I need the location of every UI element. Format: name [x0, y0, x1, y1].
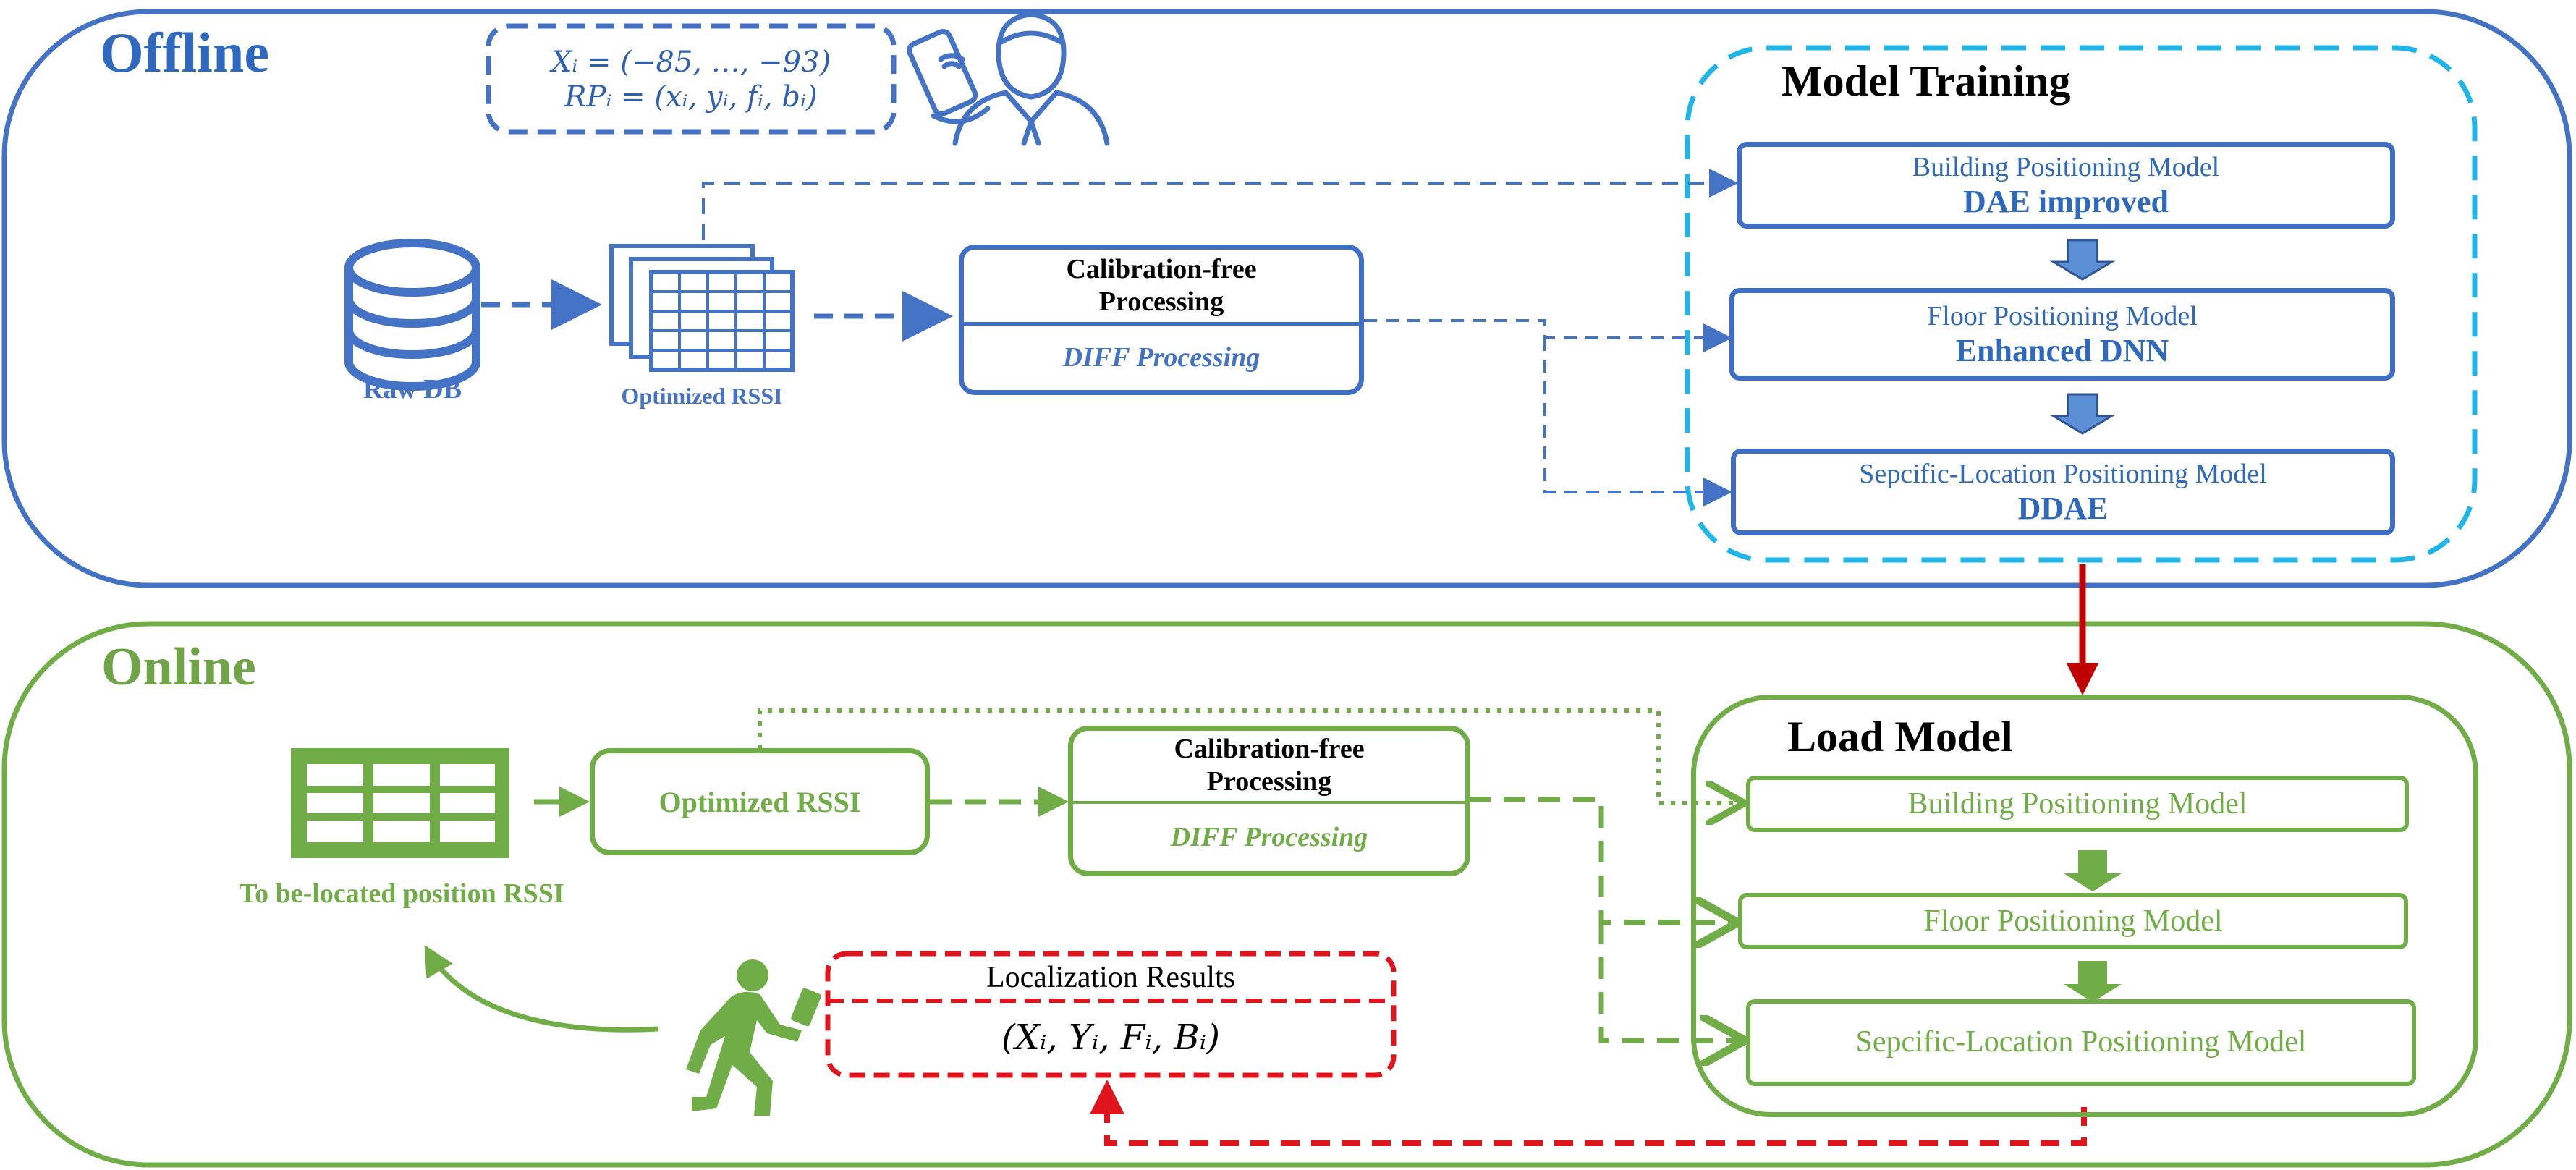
formula-rp: RPᵢ = (xᵢ, yᵢ, fᵢ, bᵢ) [564, 80, 818, 114]
down-arrow-floor-specific-online [2064, 961, 2122, 1002]
floor-method-label: Enhanced DNN [1955, 332, 2169, 368]
raw-db-label: Raw DB [363, 374, 462, 404]
dotted-rssi-to-building [758, 708, 1740, 803]
arrow-calib-to-floor [1364, 319, 1732, 352]
down-arrow-building-floor-online [2064, 850, 2122, 891]
specific-model-box-offline: Sepcific-Location Positioning Model DDAE [1731, 449, 2395, 535]
database-icon [344, 239, 480, 391]
results-box [825, 951, 1397, 1078]
calibration-sub-online: DIFF Processing [1170, 822, 1368, 853]
optimized-rssi-label-online: Optimized RSSI [658, 785, 861, 818]
optimized-rssi-label: Optimized RSSI [621, 382, 783, 409]
calibration-divider-online [1073, 800, 1465, 805]
calibration-divider-offline [964, 322, 1359, 326]
offline-title: Offline [100, 21, 269, 84]
load-model-panel [1691, 695, 2478, 1117]
floor-model-box-offline: Floor Positioning Model Enhanced DNN [1729, 288, 2395, 381]
arrow-calib-to-specific [1543, 338, 1732, 506]
down-arrow-building-floor [2049, 239, 2116, 281]
load-model-title: Load Model [1787, 713, 2013, 760]
arrow-rssi-to-building [702, 169, 1738, 240]
floor-model-box-online: Floor Positioning Model [1738, 893, 2408, 949]
calibration-box-offline: Calibration-free Processing DIFF Process… [959, 245, 1364, 395]
building-model-label-online: Building Positioning Model [1907, 787, 2247, 821]
specific-method-label: DDAE [2017, 490, 2109, 526]
model-training-title: Model Training [1781, 57, 2071, 105]
online-title: Online [101, 637, 256, 697]
optimized-rssi-box-online: Optimized RSSI [590, 748, 930, 855]
to-be-located-label: To be-located position RSSI [239, 878, 564, 910]
formula-box [486, 23, 897, 135]
walking-person-icon [686, 959, 821, 1116]
arrow-calib-to-floor-online [1469, 797, 1733, 923]
down-arrow-floor-specific [2049, 393, 2116, 435]
arrow-specific-to-results [1090, 1080, 2087, 1146]
building-model-box-online: Building Positioning Model [1746, 776, 2409, 832]
calibration-box-online: Calibration-free Processing DIFF Process… [1068, 726, 1470, 876]
calibration-title-offline: Calibration-free Processing [1066, 254, 1257, 318]
specific-model-label-online: Sepcific-Location Positioning Model [1855, 1025, 2307, 1059]
calibration-sub-offline: DIFF Processing [1062, 342, 1261, 373]
floor-model-label-offline: Floor Positioning Model [1927, 300, 2198, 331]
building-method-label: DAE improved [1963, 183, 2169, 219]
specific-model-label-offline: Sepcific-Location Positioning Model [1859, 458, 2267, 489]
rssi-stack-icon [609, 244, 795, 372]
arrow-walker-to-rssi [424, 944, 659, 1033]
results-title: Localization Results [986, 961, 1236, 994]
building-model-label-offline: Building Positioning Model [1912, 151, 2220, 182]
model-training-container [1685, 45, 2478, 563]
results-formula: (Xᵢ, Yᵢ, Fᵢ, Bᵢ) [1001, 1017, 1221, 1058]
floor-model-label-online: Floor Positioning Model [1923, 904, 2223, 938]
calibration-title-online: Calibration-free Processing [1174, 734, 1365, 797]
building-model-box-offline: Building Positioning Model DAE improved [1737, 142, 2395, 229]
formula-x: Xᵢ = (−85, …, −93) [551, 46, 831, 79]
user-phone-icon [907, 12, 1110, 146]
specific-model-box-online: Sepcific-Location Positioning Model [1746, 999, 2416, 1086]
